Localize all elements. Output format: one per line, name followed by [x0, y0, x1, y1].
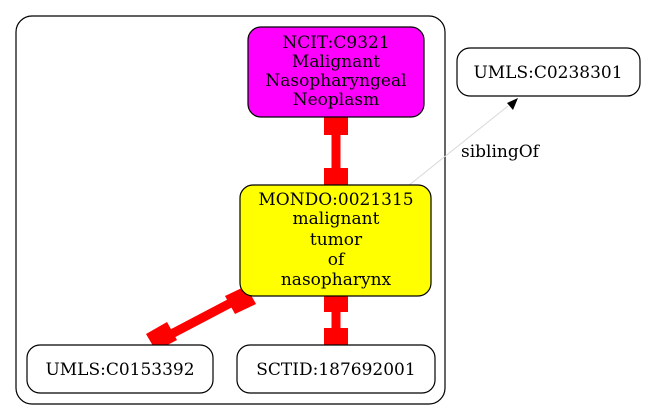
node-label-line: nasopharynx: [281, 270, 392, 290]
edge-end-marker: [324, 113, 348, 135]
node-label-line: MONDO:0021315: [258, 190, 413, 210]
node-label-line: of: [328, 250, 346, 270]
node-label-line: UMLS:C0153392: [45, 360, 194, 380]
node-label-line: NCIT:C9321: [282, 33, 389, 53]
sibling-edge-label: siblingOf: [461, 142, 541, 162]
node-label-line: UMLS:C0238301: [473, 63, 622, 83]
sibling-edge-arrowhead: [507, 98, 518, 110]
node-label-line: Malignant: [292, 52, 380, 72]
sibling-edge: siblingOf: [407, 98, 541, 187]
node-label-line: Nasopharyngeal: [265, 71, 406, 91]
node-umls-c0153392[interactable]: UMLS:C0153392: [26, 344, 214, 394]
node-label-line: malignant: [293, 209, 380, 229]
node-label-line: Neoplasm: [293, 90, 379, 110]
node-mondo[interactable]: MONDO:0021315 malignant tumor of nasopha…: [239, 184, 432, 297]
node-sctid[interactable]: SCTID:187692001: [236, 344, 436, 394]
node-label-line: tumor: [310, 230, 363, 250]
edge-end-marker: [146, 322, 177, 351]
node-ncit[interactable]: NCIT:C9321 Malignant Nasopharyngeal Neop…: [247, 26, 425, 118]
node-umls-c0238301[interactable]: UMLS:C0238301: [456, 47, 641, 97]
node-label-line: SCTID:187692001: [256, 360, 415, 380]
